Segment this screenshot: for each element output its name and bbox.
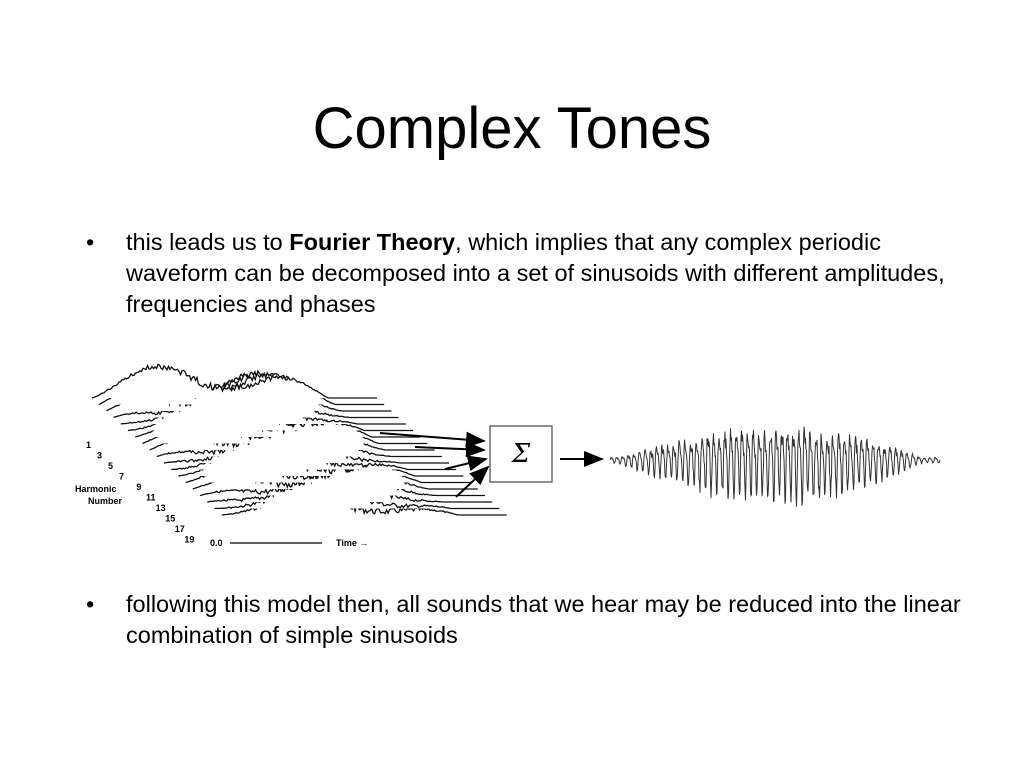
bullet-dot: • xyxy=(86,229,95,255)
output-complex-waveform xyxy=(609,426,941,507)
bullet-text-bold-term: Fourier Theory xyxy=(289,229,456,255)
input-arrow-3 xyxy=(444,455,488,472)
harmonic-axis-label-line1: Harmonic xyxy=(75,484,117,494)
harmonic-number-label: 17 xyxy=(175,524,185,534)
harmonic-number-label: 15 xyxy=(165,514,175,524)
harmonic-axis-label-line2: Number xyxy=(88,496,123,506)
bullet-text: this leads us to Fourier Theory, which i… xyxy=(126,227,976,320)
bullet-item-sinusoids: • following this model then, all sounds … xyxy=(86,589,976,651)
summation-box xyxy=(489,425,553,483)
harmonic-number-label: 11 xyxy=(146,493,156,503)
bullet-dot: • xyxy=(86,591,95,617)
harmonic-waveform xyxy=(91,363,377,399)
bullet-text: following this model then, all sounds th… xyxy=(126,591,961,648)
bullet-item-fourier: • this leads us to Fourier Theory, which… xyxy=(86,227,976,320)
harmonic-number-label: 1 xyxy=(86,440,91,450)
slide-title: Complex Tones xyxy=(312,96,712,161)
bullet-text-rest: , which implies that any complex periodi… xyxy=(126,229,945,317)
harmonic-waveforms-stack xyxy=(91,363,507,516)
harmonic-number-label: 9 xyxy=(136,482,141,492)
harmonic-number-label: 3 xyxy=(97,451,102,461)
time-start-label: 0.0 xyxy=(210,538,223,548)
harmonic-number-label: 7 xyxy=(119,472,124,482)
sum-symbol: Σ xyxy=(511,439,531,469)
input-arrow-1 xyxy=(379,431,486,448)
harmonic-number-label: 19 xyxy=(184,535,194,545)
time-axis-label: Time → xyxy=(336,538,368,548)
bullet-text-lead: this leads us to xyxy=(126,229,290,255)
input-arrow-2 xyxy=(414,441,486,458)
input-arrow-4 xyxy=(455,465,490,498)
harmonic-number-label: 5 xyxy=(108,461,113,471)
harmonic-number-label: 13 xyxy=(156,503,166,513)
